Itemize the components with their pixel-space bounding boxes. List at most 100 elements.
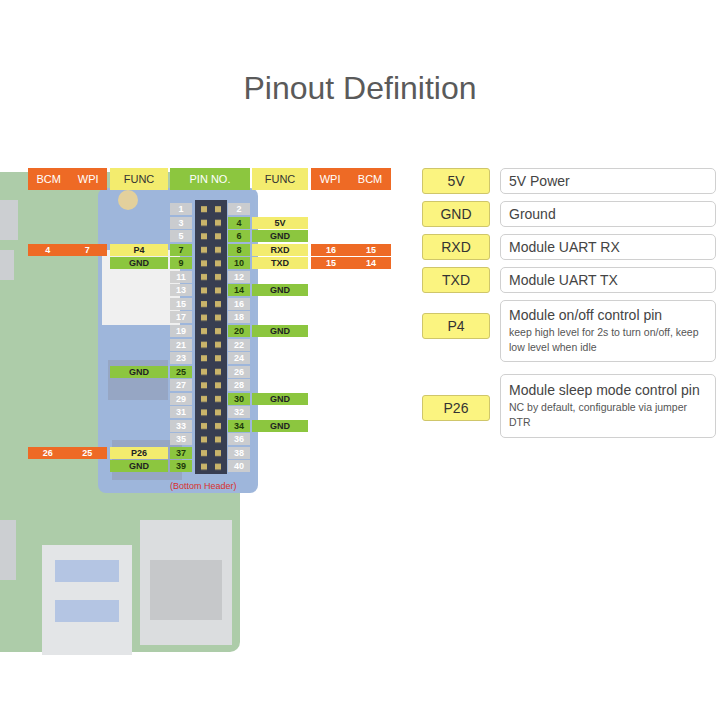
pin-number-text: 29: [176, 394, 186, 404]
legend-tag-text: RXD: [441, 239, 471, 255]
pin-number-text: 39: [176, 461, 186, 471]
pin-number: 11: [170, 271, 192, 283]
pin-number: 9: [170, 257, 192, 269]
legend-description: 5V Power: [500, 168, 716, 194]
pin-number-text: 24: [234, 353, 244, 363]
function-label-text: GND: [129, 461, 149, 471]
pin-number-text: 38: [234, 448, 244, 458]
pin-number-text: 11: [176, 272, 186, 282]
function-label-text: GND: [270, 285, 290, 295]
pin-number: 26: [228, 366, 250, 378]
function-label-text: 5V: [274, 218, 285, 228]
pin-number-text: 10: [234, 258, 244, 268]
pin-number-text: 40: [234, 461, 244, 471]
pin-number: 33: [170, 420, 192, 432]
pin-number: 17: [170, 311, 192, 323]
pin-number: 3: [170, 217, 192, 229]
function-label-text: GND: [270, 231, 290, 241]
gpio-number: 47: [28, 244, 107, 256]
function-label-text: TXD: [271, 258, 289, 268]
header-cell-text: FUNC: [265, 173, 296, 185]
pin-number-text: 12: [234, 272, 244, 282]
legend-description: Ground: [500, 201, 716, 227]
legend-description-text: NC by default, configurable via jumper D…: [509, 400, 711, 430]
gpio-number-text: 15: [366, 245, 376, 255]
pin-number-text: 17: [176, 312, 186, 322]
pin-number: 36: [228, 433, 250, 445]
header-cell: BCM WPI: [28, 168, 107, 190]
pin-number-text: 21: [176, 340, 186, 350]
gpio-number-text: 15: [326, 258, 336, 268]
gpio-number: 1514: [311, 257, 391, 269]
function-label: GND: [110, 366, 168, 378]
pin-number-text: 18: [234, 312, 244, 322]
pin-number: 2: [228, 203, 250, 215]
header-cell: FUNC: [252, 168, 308, 190]
header-cell: FUNC: [110, 168, 168, 190]
header-cell: WPIBCM: [311, 168, 391, 190]
gpio-number: 1615: [311, 244, 391, 256]
pin-number-text: 14: [234, 285, 244, 295]
pin-number-text: 5: [178, 231, 183, 241]
pin-number: 6: [228, 230, 250, 242]
pin-number-text: 2: [236, 204, 241, 214]
legend-description: Module on/off control pinkeep high level…: [500, 300, 716, 362]
legend-tag: 5V: [422, 168, 490, 194]
gpio-number-text: 26: [43, 448, 53, 458]
pin-number-text: 9: [178, 258, 183, 268]
gpio-number-text: 7: [85, 245, 90, 255]
pin-number: 32: [228, 406, 250, 418]
function-label-text: RXD: [270, 245, 289, 255]
pin-number-text: 19: [176, 326, 186, 336]
function-label: P26: [110, 447, 168, 459]
legend-description: Module UART RX: [500, 234, 716, 260]
pin-number: 27: [170, 379, 192, 391]
header-cell-text: BCM: [36, 173, 60, 185]
legend-tag: P4: [422, 313, 490, 339]
pin-number: 4: [228, 217, 250, 229]
pin-number-text: 31: [176, 407, 186, 417]
ethernet-port: [140, 520, 232, 645]
pin-number: 14: [228, 284, 250, 296]
pin-number-text: 23: [176, 353, 186, 363]
function-label: GND: [110, 460, 168, 472]
pin-number-text: 4: [236, 218, 241, 228]
gpio-number-text: 25: [82, 448, 92, 458]
module-chip: [102, 250, 180, 325]
pin-number-text: 22: [234, 340, 244, 350]
function-label: GND: [252, 325, 308, 337]
function-label-text: GND: [270, 421, 290, 431]
legend-description-text: keep high level for 2s to turn on/off, k…: [509, 325, 711, 355]
pin-number-text: 16: [234, 299, 244, 309]
pin-number: 1: [170, 203, 192, 215]
pin-number: 18: [228, 311, 250, 323]
pin-number-text: 25: [176, 367, 186, 377]
pin-number-text: 34: [234, 421, 244, 431]
pin-number: 8: [228, 244, 250, 256]
legend-description-text: Module UART RX: [509, 239, 620, 255]
legend-tag: TXD: [422, 267, 490, 293]
header-cell-text: PIN NO.: [190, 173, 231, 185]
function-label: GND: [252, 393, 308, 405]
pin-number-text: 26: [234, 367, 244, 377]
legend-tag: GND: [422, 201, 490, 227]
pin-number-text: 8: [236, 245, 241, 255]
pin-number: 38: [228, 447, 250, 459]
pin-number: 24: [228, 352, 250, 364]
page-title: Pinout Definition: [0, 70, 720, 107]
function-label: GND: [252, 284, 308, 296]
function-label-text: GND: [129, 258, 149, 268]
pin-number: 15: [170, 298, 192, 310]
pin-number: 19: [170, 325, 192, 337]
header-cell-text: FUNC: [124, 173, 155, 185]
pin-number: 5: [170, 230, 192, 242]
pin-number-text: 1: [178, 204, 183, 214]
header-cell-text: WPI: [78, 173, 99, 185]
function-label-text: P4: [133, 245, 144, 255]
pin-number: 28: [228, 379, 250, 391]
pin-number: 35: [170, 433, 192, 445]
pin-number: 21: [170, 339, 192, 351]
header-cell-text: WPI: [320, 173, 341, 185]
pin-number-text: 15: [176, 299, 186, 309]
